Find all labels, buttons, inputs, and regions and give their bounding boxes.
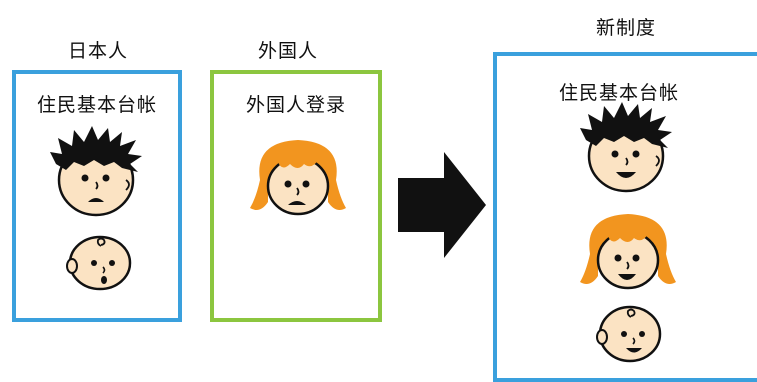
transition-arrow-icon (398, 152, 486, 258)
panel-japanese-label: 住民基本台帐 (36, 94, 157, 116)
woman-worried-face (250, 140, 346, 216)
baby-smiling-face (596, 305, 662, 363)
panel-foreigner-registration: 外国人登录 (210, 70, 382, 322)
baby-surprised-face (66, 235, 132, 291)
adult-man-worried-face (50, 126, 142, 217)
heading-foreigners: 外国人 (257, 40, 318, 62)
woman-smiling-face (580, 214, 676, 290)
heading-japanese: 日本人 (67, 40, 128, 62)
panel-new-system-label: 住民基本台帐 (558, 82, 679, 104)
panel-foreigners-label: 外国人登录 (245, 94, 346, 116)
heading-new-system: 新制度 (595, 17, 656, 39)
adult-man-smiling-face (580, 102, 672, 193)
